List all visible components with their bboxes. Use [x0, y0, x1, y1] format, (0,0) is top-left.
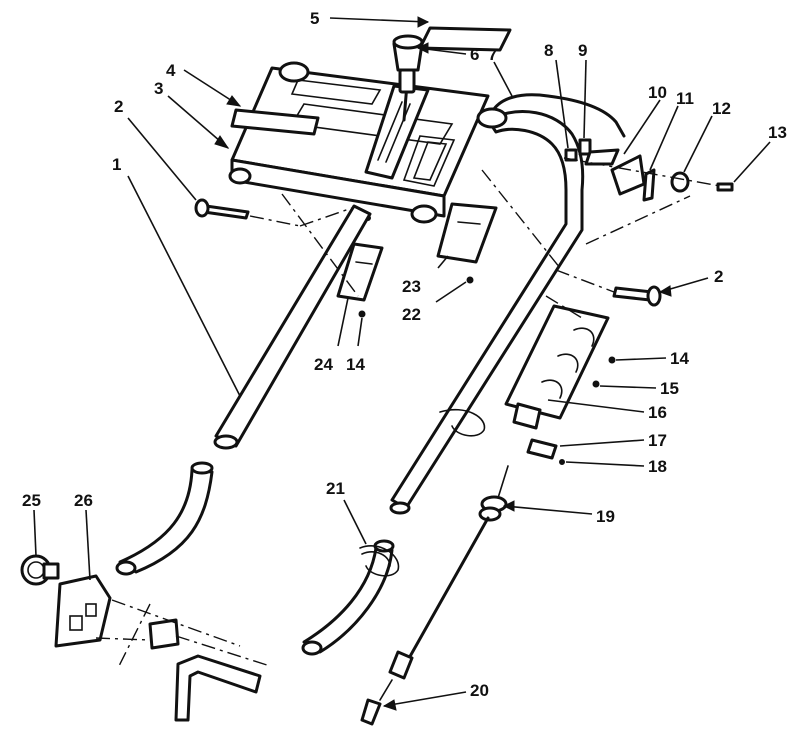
carriage-bolt-left — [194, 198, 250, 220]
callout-20: 20 — [470, 681, 489, 700]
control-cable — [379, 465, 509, 701]
callout-12: 12 — [712, 99, 731, 118]
callout-2-right: 2 — [714, 267, 723, 286]
callout-3: 3 — [154, 79, 163, 98]
upper-handle — [389, 93, 626, 515]
cable-end-fitting — [360, 698, 382, 726]
callout-18: 18 — [648, 457, 667, 476]
shift-lever — [364, 34, 430, 180]
bracket-24 — [336, 242, 384, 302]
callout-23: 23 — [402, 277, 421, 296]
callout-14-right: 14 — [670, 349, 689, 368]
callout-1: 1 — [112, 155, 121, 174]
callout-15: 15 — [660, 379, 679, 398]
callout-21: 21 — [326, 479, 345, 498]
panel-cover-plate — [230, 108, 320, 136]
bracket-23 — [436, 202, 498, 264]
cable-tie — [439, 408, 486, 437]
mounting-bracket — [54, 574, 112, 648]
cable-clamp — [526, 438, 565, 465]
handle-knob — [20, 554, 60, 586]
callouts: 1 2 2 3 4 5 6 7 8 9 10 11 12 13 14 14 15… — [22, 9, 787, 700]
callout-7: 7 — [488, 45, 497, 64]
callout-26: 26 — [74, 491, 93, 510]
callout-11: 11 — [676, 89, 694, 108]
lower-frame — [148, 618, 262, 722]
lower-handle-left — [213, 204, 372, 450]
callout-6: 6 — [470, 45, 479, 64]
callout-19: 19 — [596, 507, 615, 526]
callout-14-left: 14 — [346, 355, 365, 374]
callout-9: 9 — [578, 41, 587, 60]
callout-22: 22 — [402, 305, 421, 324]
control-parts-right — [564, 138, 734, 202]
leader-lines — [33, 17, 771, 707]
screw-14-left — [358, 310, 366, 318]
callout-25: 25 — [22, 491, 41, 510]
assembly-lines — [95, 157, 721, 669]
side-bracket — [504, 304, 616, 430]
callout-24: 24 — [314, 355, 333, 374]
callout-5: 5 — [310, 9, 319, 28]
callout-16: 16 — [648, 403, 667, 422]
callout-10: 10 — [648, 83, 667, 102]
control-panel — [228, 61, 490, 224]
callout-4: 4 — [166, 61, 176, 80]
leader-arrowheads — [214, 16, 672, 711]
tube-extension-right — [301, 539, 395, 656]
callout-13: 13 — [768, 123, 787, 142]
carriage-bolt-right — [612, 285, 662, 307]
callout-2-left: 2 — [114, 97, 123, 116]
tube-extension-left — [115, 461, 214, 576]
callout-17: 17 — [648, 431, 667, 450]
wire-clip — [359, 545, 400, 577]
callout-8: 8 — [544, 41, 553, 60]
screw-22 — [466, 276, 474, 284]
